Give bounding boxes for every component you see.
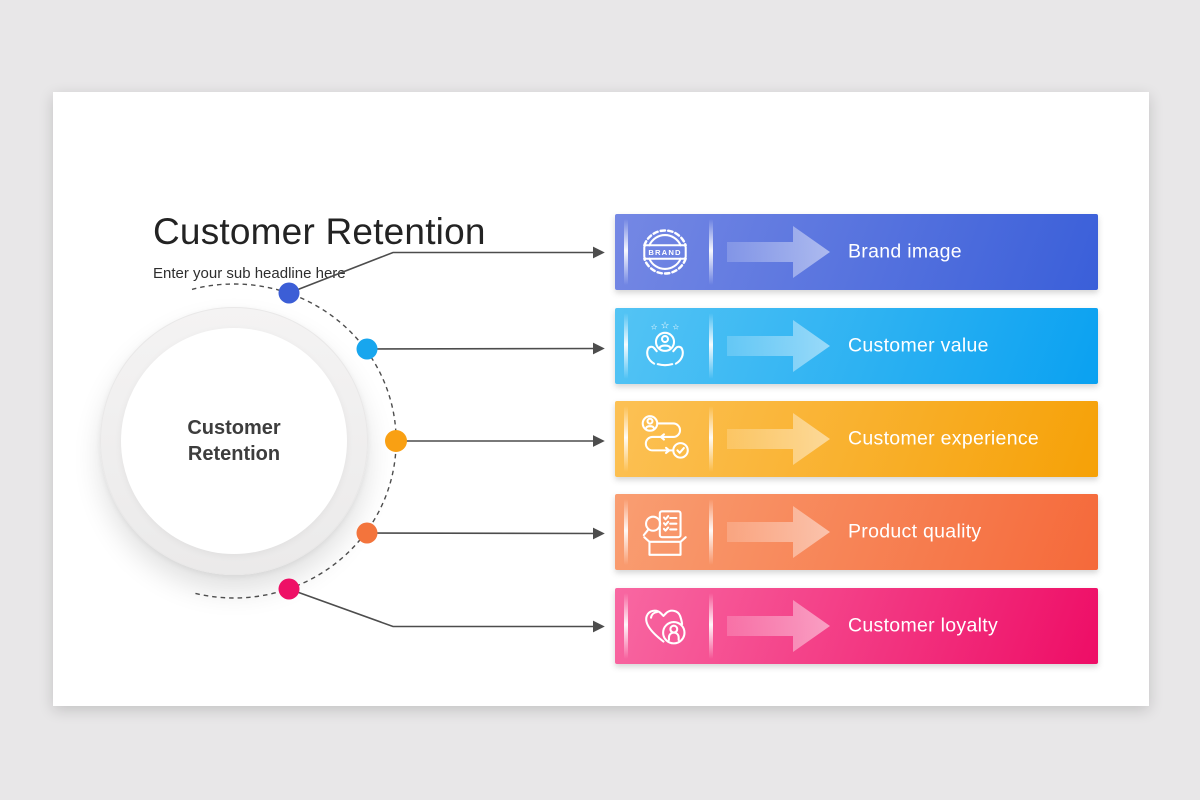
arrow-right-icon <box>727 320 830 372</box>
customer-loyalty-icon <box>645 609 686 645</box>
page-title: Customer Retention <box>153 211 486 252</box>
center-circle-ring: Customer Retention <box>100 307 368 575</box>
gloss-line <box>624 313 628 379</box>
product-quality-icon <box>642 510 687 556</box>
svg-text:BRAND: BRAND <box>648 248 681 257</box>
gloss-line <box>709 593 713 659</box>
bar-customer-experience: Customer experience <box>615 401 1098 477</box>
bar-label: Brand image <box>848 240 962 263</box>
svg-text:☆: ☆ <box>651 322 658 331</box>
bar-label: Customer experience <box>848 427 1040 450</box>
gloss-line <box>624 499 628 565</box>
bar-customer-value: ☆ ☆ ☆ Customer value <box>615 308 1098 384</box>
gloss-line <box>709 313 713 379</box>
gloss-line <box>624 406 628 472</box>
brand-badge-icon: BRAND <box>643 229 687 275</box>
arrow-right-icon <box>727 413 830 465</box>
bar-label: Customer loyalty <box>848 614 999 637</box>
arrow-right-icon <box>727 226 830 278</box>
customer-experience-icon <box>641 415 689 459</box>
gloss-line <box>624 219 628 285</box>
gloss-line <box>624 593 628 659</box>
bar-customer-loyalty: Customer loyalty <box>615 588 1098 664</box>
arrow-right-icon <box>727 506 830 558</box>
bar-label: Product quality <box>848 520 982 543</box>
bar-brand-image: BRAND Brand image <box>615 214 1098 290</box>
bar-label: Customer value <box>848 334 989 357</box>
svg-text:☆: ☆ <box>672 322 679 331</box>
gloss-line <box>709 406 713 472</box>
center-circle: Customer Retention <box>121 328 347 554</box>
customer-value-icon: ☆ ☆ ☆ <box>646 320 684 367</box>
arrow-right-icon <box>727 600 830 652</box>
center-circle-label-line1: Customer <box>187 417 281 439</box>
svg-text:☆: ☆ <box>661 320 670 331</box>
center-circle-label: Customer Retention <box>187 415 280 467</box>
bar-product-quality: Product quality <box>615 494 1098 570</box>
page-subtitle: Enter your sub headline here <box>153 265 346 282</box>
gloss-line <box>709 499 713 565</box>
gloss-line <box>709 219 713 285</box>
center-circle-label-line2: Retention <box>187 443 281 465</box>
